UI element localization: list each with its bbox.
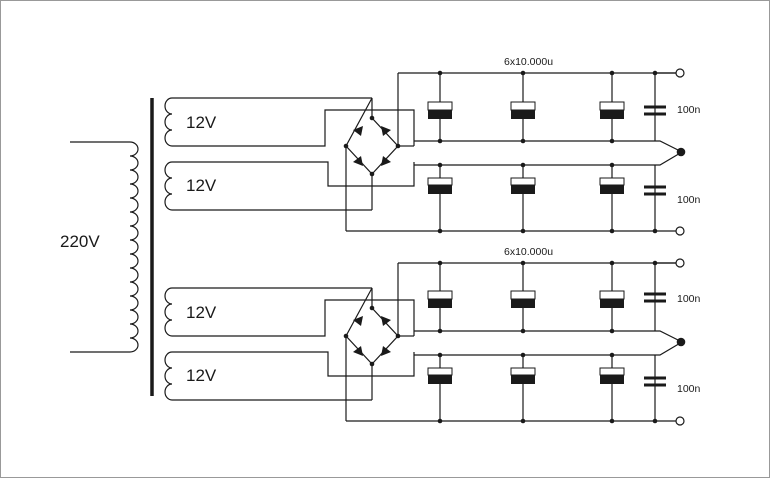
- secondary-winding-2: [164, 161, 372, 211]
- secondary-label-3: 12V: [186, 303, 217, 322]
- lower-positive-capacitors: [427, 260, 666, 334]
- upper-cap-bank-label: 6x10.000u: [504, 56, 553, 68]
- lower-negative-terminal: [675, 416, 685, 426]
- upper-filter-rails: [346, 72, 683, 232]
- secondary-label-1: 12V: [186, 113, 217, 132]
- secondary-winding-3: [164, 287, 372, 337]
- lower-filter-rails: [346, 262, 683, 422]
- upper-ground-node: [676, 147, 686, 157]
- upper-rectifier-bridge: [236, 73, 415, 231]
- secondary-label-4: 12V: [186, 366, 217, 385]
- upper-negative-capacitors: [427, 162, 666, 234]
- secondary-label-2: 12V: [186, 176, 217, 195]
- lower-positive-terminal: [675, 258, 685, 268]
- lower-cap-bank-label: 6x10.000u: [504, 246, 553, 258]
- upper-positive-terminal: [675, 68, 685, 78]
- lower-small-cap-label-2: 100n: [677, 383, 701, 395]
- lower-ground-node: [676, 337, 686, 347]
- lower-small-cap-label-1: 100n: [677, 293, 701, 305]
- secondary-winding-1: [164, 97, 372, 147]
- primary-winding: [70, 141, 139, 353]
- upper-small-cap-label-2: 100n: [677, 194, 701, 206]
- upper-positive-capacitors: [427, 70, 666, 144]
- upper-negative-terminal: [675, 226, 685, 236]
- secondary-winding-4: [164, 351, 372, 401]
- lower-negative-capacitors: [427, 352, 666, 424]
- primary-voltage-label: 220V: [60, 232, 100, 251]
- upper-small-cap-label-1: 100n: [677, 104, 701, 116]
- lower-rectifier-bridge: [236, 263, 415, 421]
